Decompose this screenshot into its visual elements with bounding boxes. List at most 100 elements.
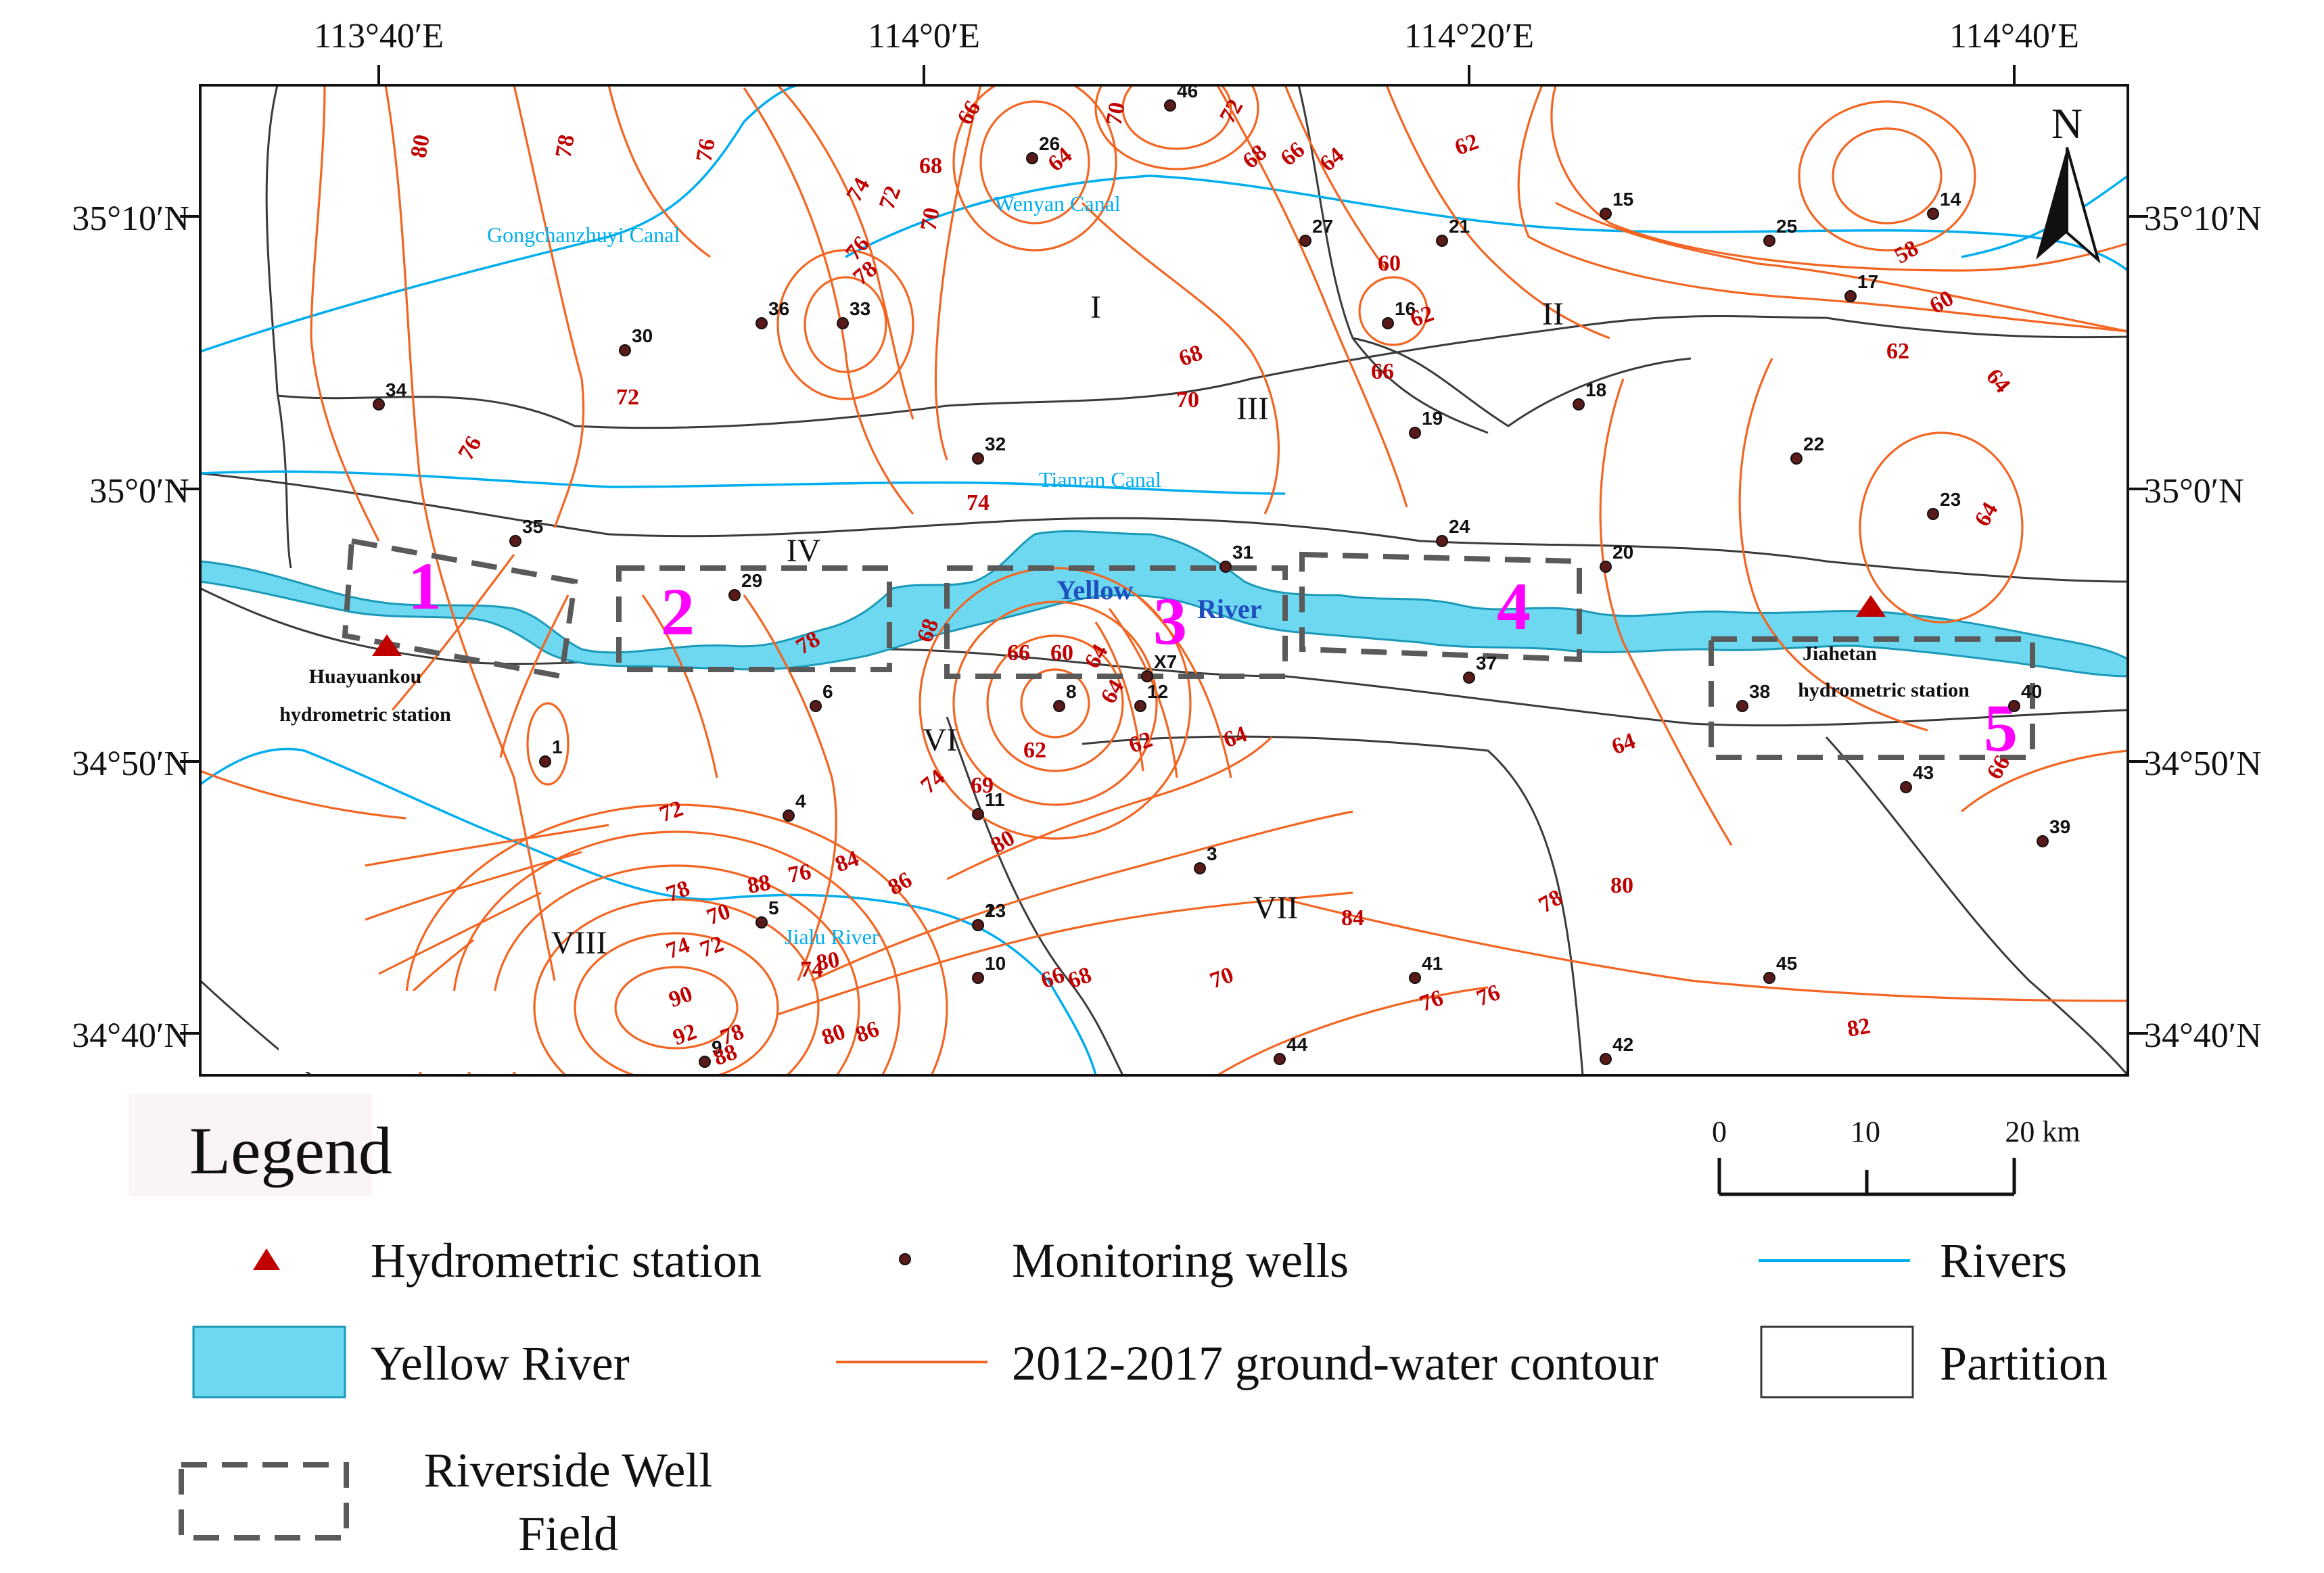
contour-label: 60 <box>1378 251 1401 276</box>
well-dot <box>972 452 984 465</box>
well-field-3: 3 <box>1153 584 1187 659</box>
contour-label: 70 <box>916 206 944 233</box>
well-label: 1 <box>552 736 563 757</box>
north-arrow-left-half <box>2036 147 2067 260</box>
monitoring-well-6: 6 <box>810 681 833 712</box>
well-dot <box>1409 427 1421 439</box>
monitoring-well-46: 46 <box>1164 80 1198 112</box>
legend-yellow-river-symbol <box>192 1325 346 1399</box>
contour-label: 86 <box>884 867 916 900</box>
contour-label: 70 <box>1176 388 1199 413</box>
jiahetan-station-marker <box>1856 595 1886 617</box>
well-dot <box>1026 152 1038 164</box>
contour-label: 74 <box>800 957 823 982</box>
well-label: 43 <box>1913 762 1934 783</box>
contour-label: 68 <box>1065 962 1095 993</box>
lat-left-34-40: 34°40′N <box>72 1016 189 1055</box>
well-dot <box>539 755 551 768</box>
well-dot <box>1436 535 1448 547</box>
partition-VII: VII <box>1253 890 1299 926</box>
monitoring-well-22: 22 <box>1790 433 1824 465</box>
contour-label: 66 <box>952 97 985 129</box>
well-dot <box>509 535 521 547</box>
well-dot <box>1927 208 1939 220</box>
legend-partition-label: Partition <box>1940 1336 2108 1390</box>
contour-label: 78 <box>663 876 693 907</box>
monitoring-well-3: 3 <box>1194 843 1217 874</box>
contour-label: 64 <box>1315 143 1349 177</box>
wenyan-canal-label: Wenyan Canal <box>994 191 1121 216</box>
partition-III: III <box>1236 391 1269 427</box>
well-label: 18 <box>1585 379 1606 400</box>
well-label: 33 <box>850 298 870 319</box>
huayuankou-label-1: Huayuankou <box>309 665 422 688</box>
well-label: X7 <box>1154 651 1177 672</box>
monitoring-well-36: 36 <box>756 298 789 329</box>
legend-yellow-river-label: Yellow River <box>371 1336 630 1390</box>
well-label: 44 <box>1286 1034 1308 1055</box>
scale-label-0: 0 <box>1712 1115 1727 1148</box>
monitoring-well-39: 39 <box>2037 816 2070 847</box>
legend-riverside-label-1: Riverside Well <box>424 1443 713 1497</box>
right-latitude-labels: 35°10′N 35°0′N 34°50′N 34°40′N <box>2144 199 2262 1055</box>
legend-partition-symbol <box>1760 1325 1914 1399</box>
contour-label: 74 <box>967 490 990 515</box>
monitoring-well-17: 17 <box>1844 271 1878 302</box>
monitoring-well-24: 24 <box>1436 516 1470 547</box>
monitoring-well-45: 45 <box>1763 953 1797 984</box>
monitoring-well-5: 5 <box>756 897 779 929</box>
contour-label: 66 <box>1371 359 1394 384</box>
well-dot <box>373 398 385 410</box>
monitoring-well-37: 37 <box>1463 653 1497 684</box>
legend: Legend Hydrometric station Monitoring we… <box>129 1094 2108 1561</box>
well-label: 19 <box>1422 408 1443 429</box>
contour-label: 76 <box>453 432 486 465</box>
well-field-4: 4 <box>1497 569 1531 644</box>
well-label: 13 <box>985 900 1006 921</box>
well-label: 2 <box>985 900 996 921</box>
contour-label: 62 <box>1023 738 1046 763</box>
jialu-river-label: Jialu River <box>785 924 879 949</box>
north-arrow: N <box>2036 99 2101 264</box>
monitoring-well-12: 12 <box>1134 681 1168 712</box>
legend-riverside-symbol <box>179 1462 349 1541</box>
well-label: 11 <box>985 789 1005 810</box>
well-label: 21 <box>1449 216 1470 237</box>
legend-title: Legend <box>189 1113 392 1188</box>
monitoring-well-14: 14 <box>1927 189 1961 220</box>
monitoring-well-9: 9 <box>699 1037 722 1068</box>
contour-label: 68 <box>919 154 942 179</box>
monitoring-well-19: 19 <box>1409 408 1443 439</box>
monitoring-well-25: 25 <box>1763 216 1797 247</box>
well-label: 6 <box>822 681 833 702</box>
contour-label: 80 <box>987 825 1019 858</box>
lat-left-34-50: 34°50′N <box>72 745 189 783</box>
well-label: 20 <box>1612 542 1633 563</box>
well-dot <box>1134 700 1146 712</box>
well-dot <box>972 808 984 820</box>
contour-label: 76 <box>1416 985 1447 1016</box>
contour-label: 62 <box>1451 129 1482 160</box>
map-blank-patch <box>279 991 526 1072</box>
monitoring-well-11: 11 <box>972 789 1005 820</box>
contour-label: 58 <box>1890 235 1923 268</box>
contour-label: 66 <box>1276 137 1309 171</box>
monitoring-well-1: 1 <box>539 736 563 768</box>
monitoring-well-42: 42 <box>1600 1034 1633 1065</box>
monitoring-well-41: 41 <box>1409 953 1443 984</box>
legend-wells-label: Monitoring wells <box>1012 1234 1349 1288</box>
monitoring-well-40: 40 <box>2008 681 2042 712</box>
partition-lines <box>200 85 2128 1075</box>
monitoring-well-27: 27 <box>1299 216 1333 247</box>
well-dot <box>972 972 984 984</box>
well-dot <box>2008 700 2020 712</box>
contour-label: 74 <box>916 765 950 799</box>
contour-label: 78 <box>551 133 579 160</box>
contour-label: 80 <box>406 133 434 160</box>
monitoring-well-4: 4 <box>783 791 806 822</box>
well-dot <box>1382 317 1394 329</box>
well-dot <box>1844 290 1857 302</box>
well-dot <box>1600 208 1612 220</box>
north-arrow-right-half <box>2066 147 2101 264</box>
contour-label: 64 <box>1981 364 2015 398</box>
